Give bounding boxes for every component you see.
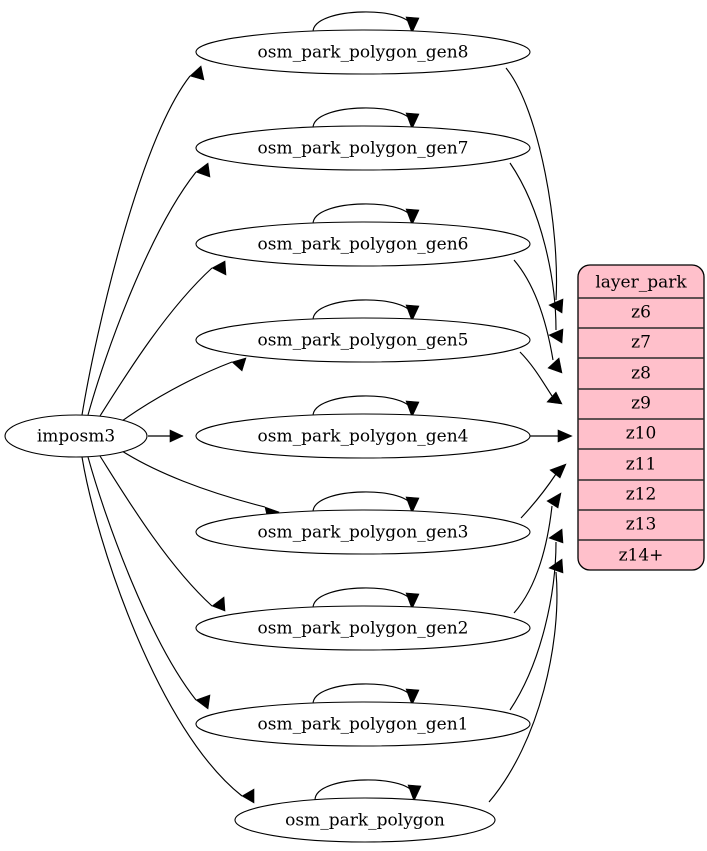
arrow-imposm3-to-base [241, 788, 255, 804]
arrow-self-loop-gen2 [405, 592, 420, 610]
layer-park-table-box [577, 264, 705, 571]
table-row-z14plus[interactable]: z14+ [619, 546, 664, 566]
layer-park-table[interactable]: layer_park z6 z7 z8 z9 z10 z11 z12 z13 z… [577, 264, 705, 571]
arrow-self-loop-gen1 [405, 688, 420, 706]
node-imposm3[interactable]: imposm3 [4, 414, 148, 458]
edge-imposm3-to-gen5 [121, 361, 233, 422]
self-loop-gen5 [312, 299, 413, 321]
node-gen2-label: osm_park_polygon_gen2 [258, 619, 469, 639]
table-row-z6[interactable]: z6 [631, 303, 651, 323]
arrow-self-loop-gen4 [405, 400, 420, 418]
edge-imposm3-to-gen6 [99, 267, 213, 417]
node-gen4[interactable]: osm_park_polygon_gen4 [195, 413, 531, 459]
table-row-z13[interactable]: z13 [626, 515, 657, 535]
table-row-z10[interactable]: z10 [626, 424, 657, 444]
edge-imposm3-to-gen3 [121, 450, 266, 508]
node-gen4-shape[interactable] [195, 413, 531, 459]
node-gen3[interactable]: osm_park_polygon_gen3 [195, 509, 531, 555]
edge-imposm3-to-gen2 [99, 455, 213, 607]
table-row-z8[interactable]: z8 [631, 364, 651, 384]
arrow-imposm3-to-gen6 [211, 260, 227, 276]
arrow-gen2-to-z12 [546, 492, 562, 509]
arrow-gen1-to-z13 [548, 528, 564, 544]
arrow-self-loop-gen3 [405, 496, 420, 514]
self-loop-gen2 [312, 587, 413, 609]
self-loop-gen3 [312, 491, 413, 513]
edges-nodes-to-table [488, 67, 573, 803]
node-gen8[interactable]: osm_park_polygon_gen8 [195, 29, 531, 75]
node-gen1-shape[interactable] [195, 701, 531, 747]
node-base[interactable]: osm_park_polygon [234, 797, 496, 843]
table-row-z7[interactable]: z7 [631, 333, 651, 353]
node-gen3-shape[interactable] [195, 509, 531, 555]
node-gen8-shape[interactable] [195, 29, 531, 75]
edge-gen2-to-z12 [513, 505, 553, 614]
self-loop-gen6 [312, 203, 413, 225]
node-gen7-label: osm_park_polygon_gen7 [258, 139, 469, 159]
arrow-gen6-to-z8 [547, 357, 563, 374]
arrow-base-to-z14 [548, 558, 564, 574]
edge-base-to-z14 [488, 571, 558, 803]
arrow-self-loop-gen8 [405, 16, 420, 34]
edge-gen5-to-z9 [519, 351, 553, 397]
edge-gen1-to-z13 [509, 541, 557, 711]
node-gen6[interactable]: osm_park_polygon_gen6 [195, 221, 531, 267]
edge-gen6-to-z8 [513, 259, 554, 361]
node-gen2[interactable]: osm_park_polygon_gen2 [195, 605, 531, 651]
self-loop-edges [312, 11, 422, 802]
node-gen1-label: osm_park_polygon_gen1 [258, 715, 469, 735]
self-loop-gen4 [312, 395, 413, 417]
self-loop-base [314, 779, 415, 801]
edge-imposm3-to-gen7 [87, 171, 197, 416]
node-gen1[interactable]: osm_park_polygon_gen1 [195, 701, 531, 747]
node-gen5[interactable]: osm_park_polygon_gen5 [195, 317, 531, 363]
arrow-imposm3-to-gen7 [195, 162, 211, 178]
node-base-label: osm_park_polygon [285, 811, 445, 831]
node-imposm3-label: imposm3 [37, 427, 115, 447]
table-row-z12[interactable]: z12 [626, 485, 657, 505]
layer-park-table-header: layer_park [595, 273, 687, 293]
node-gen7[interactable]: osm_park_polygon_gen7 [195, 125, 531, 171]
node-gen4-label: osm_park_polygon_gen4 [258, 427, 469, 447]
edge-imposm3-to-gen1 [87, 456, 197, 701]
node-gen5-shape[interactable] [195, 317, 531, 363]
arrow-imposm3-to-gen2 [211, 596, 226, 612]
node-gen5-label: osm_park_polygon_gen5 [258, 331, 469, 351]
edge-gen3-to-z11 [520, 473, 557, 519]
node-gen3-label: osm_park_polygon_gen3 [258, 523, 469, 543]
graph-nodes: imposm3 osm_park_polygon_gen8 osm_park_p… [4, 29, 531, 843]
arrow-imposm3-to-gen8 [189, 65, 205, 81]
edge-gen7-to-z7 [509, 162, 557, 331]
node-base-shape[interactable] [234, 797, 496, 843]
self-loop-gen7 [312, 107, 413, 129]
arrow-self-loop-gen6 [405, 208, 420, 226]
node-gen8-label: osm_park_polygon_gen8 [258, 43, 469, 63]
arrow-imposm3-to-gen1 [195, 694, 211, 710]
arrow-self-loop-gen7 [405, 112, 420, 130]
table-row-z11[interactable]: z11 [626, 455, 657, 475]
arrow-self-loop-gen5 [405, 304, 420, 322]
self-loop-gen8 [312, 11, 413, 33]
node-gen7-shape[interactable] [195, 125, 531, 171]
node-gen6-label: osm_park_polygon_gen6 [258, 235, 469, 255]
arrow-self-loop-base [407, 784, 422, 802]
arrow-gen7-to-z7 [548, 328, 564, 344]
arrow-gen3-to-z11 [549, 463, 567, 479]
arrow-gen4-to-z10 [557, 429, 573, 443]
arrow-imposm3-to-gen5 [231, 357, 247, 372]
node-imposm3-shape[interactable] [4, 414, 148, 458]
edge-imposm3-to-base [81, 456, 243, 797]
arrow-gen5-to-z9 [546, 391, 563, 405]
self-loop-gen1 [312, 683, 413, 705]
arrow-gen8-to-z6 [548, 298, 564, 314]
edge-gen8-to-z6 [505, 67, 558, 301]
edge-imposm3-to-gen8 [81, 75, 191, 416]
node-gen6-shape[interactable] [195, 221, 531, 267]
node-gen2-shape[interactable] [195, 605, 531, 651]
table-row-z9[interactable]: z9 [631, 394, 651, 414]
arrow-imposm3-to-gen4 [169, 429, 184, 443]
